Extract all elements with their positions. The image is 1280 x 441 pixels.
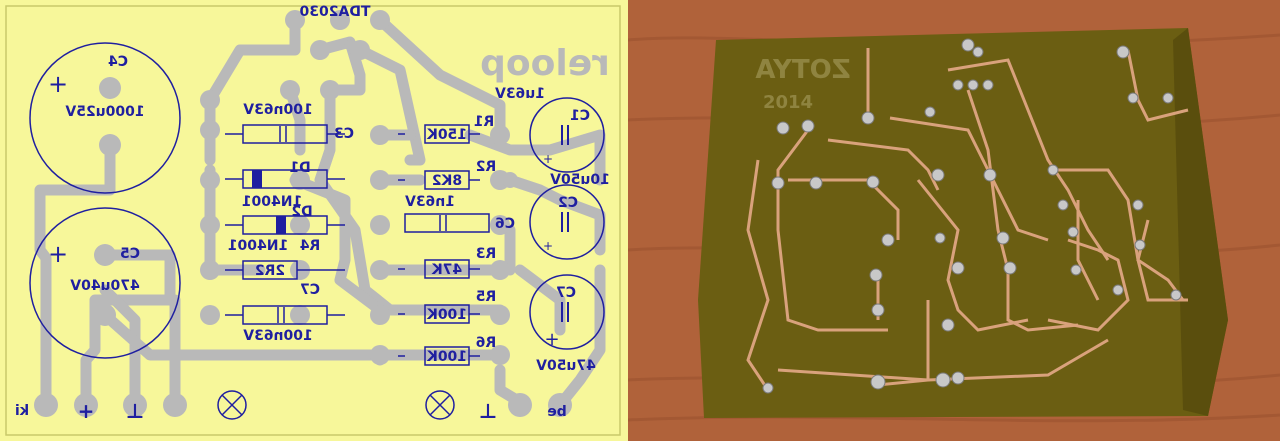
pcb-board: [698, 28, 1228, 418]
c2-ref: C2: [558, 195, 578, 211]
r2-ref: R2: [476, 159, 497, 175]
d1-value: 1N4001: [242, 194, 302, 210]
c4-polarity: +: [48, 70, 68, 98]
connector-plus: +: [78, 399, 95, 423]
board-outline: [0, 0, 628, 441]
r2-value: 8K2: [432, 173, 462, 189]
r1-value: 150K: [426, 127, 467, 143]
pcb-layout-panel: reloop: [0, 0, 628, 441]
d1-ref: D1: [289, 160, 310, 176]
c2-value: 10u50V: [550, 172, 610, 188]
board-year: 2014: [763, 92, 813, 113]
connector-gnd-2: ⊥: [479, 399, 497, 423]
connector-ki: ki: [15, 403, 29, 419]
cap-symbols: [561, 125, 569, 322]
r4-ref: R4: [299, 238, 320, 254]
pcb-board-shade: [1173, 28, 1228, 416]
c7-outline: [529, 274, 605, 350]
c4-ref: C4: [108, 54, 128, 70]
pcb-photo-panel: ZOTYA 2014: [628, 0, 1280, 441]
board-name: ZOTYA: [755, 55, 850, 85]
r5-ref: R5: [476, 289, 497, 305]
connector-gnd-1: ⊥: [126, 399, 144, 423]
d2-ref: D2: [291, 204, 312, 220]
chip-label: TDA2030: [299, 4, 370, 20]
r6-ref: R6: [476, 335, 497, 351]
board-edge: [5, 5, 621, 436]
c6-outline: [404, 213, 490, 233]
c7-ref: C7: [556, 285, 576, 301]
c5-outline: [29, 207, 181, 359]
r3-ref: R3: [476, 246, 497, 262]
d2-value: 1N4001: [228, 238, 288, 254]
c1-ref: C1: [570, 108, 590, 124]
c5-value: 470u40V: [70, 278, 140, 294]
r4-value: 2R2: [255, 263, 285, 279]
r5-value: 100K: [426, 307, 467, 323]
c7-value: 47u50V: [536, 358, 596, 374]
c5-ref: C5: [120, 246, 140, 262]
c6-value: 1n63V: [405, 194, 455, 210]
solder-joints-photo: [762, 38, 1182, 394]
copper-traces: [34, 14, 606, 411]
c3-ref: C3: [334, 126, 354, 142]
c1-value: 1u63V: [495, 86, 545, 102]
c2-polarity: +: [543, 239, 553, 253]
c3-value: 100n63V: [243, 102, 313, 118]
c2-outline: [529, 184, 605, 260]
connector-be: be: [547, 404, 567, 420]
r6-value: 100K: [426, 349, 467, 365]
diode-bands: [252, 170, 286, 234]
copper-tracks-photo: [746, 48, 1189, 391]
c5-polarity: +: [48, 240, 68, 268]
c7-polarity: +: [544, 329, 559, 350]
c6-ref: C6: [495, 216, 515, 232]
r1-ref: R1: [474, 114, 495, 130]
c4-value: 1000u25V: [65, 104, 144, 120]
c4-outline: [29, 42, 181, 194]
c7b-value: 100n63V: [243, 328, 313, 344]
c1-polarity: +: [543, 152, 553, 166]
c7b-ref: C7: [300, 282, 320, 298]
c1-outline: [529, 97, 605, 173]
mount-hole-left: [217, 390, 247, 420]
brand-label: reloop: [480, 43, 610, 84]
r3-value: 47K: [431, 262, 462, 278]
mount-hole-right: [425, 390, 455, 420]
silkscreen: [29, 42, 605, 420]
